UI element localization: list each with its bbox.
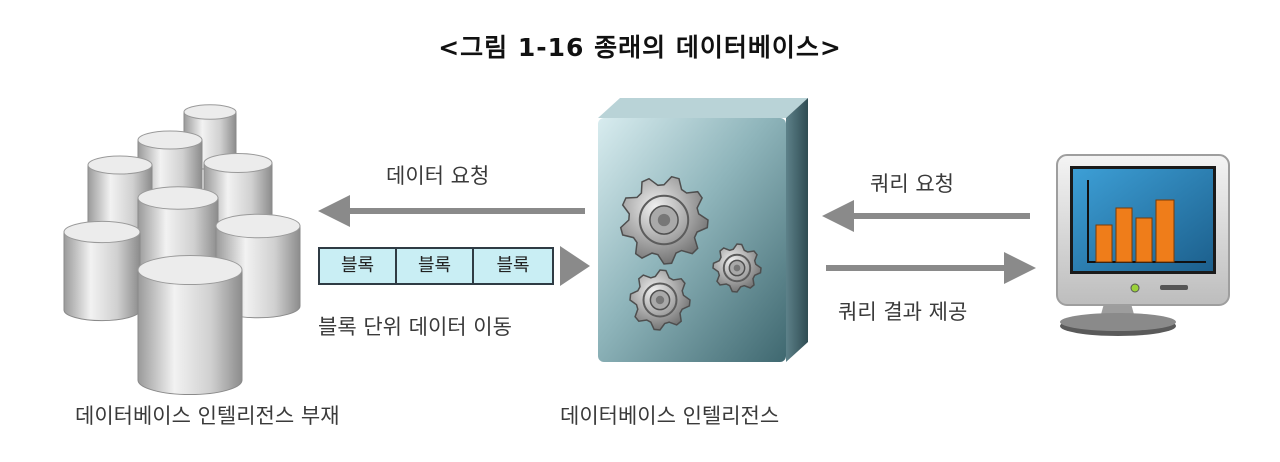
monitor (1056, 154, 1230, 336)
figure-title: <그림 1-16 종래의 데이터베이스> (438, 33, 842, 62)
database-cylinder (63, 220, 141, 322)
data-request-label: 데이터 요청 (386, 164, 490, 188)
gear-icon (712, 243, 762, 293)
block-cell: 블록 (397, 249, 474, 283)
monitor-bar (1155, 199, 1175, 263)
db-no-intelligence-caption: 데이터베이스 인텔리전스 부재 (75, 404, 340, 428)
monitor-bar (1115, 207, 1133, 263)
query-request-arrow (822, 200, 1030, 232)
gear-icon (629, 269, 691, 331)
block-move-label: 블록 단위 데이터 이동 (318, 315, 512, 339)
block-cell: 블록 (320, 249, 397, 283)
query-result-label: 쿼리 결과 제공 (838, 300, 968, 324)
database-cluster (63, 104, 301, 396)
monitor-bar (1135, 217, 1153, 263)
block-move-arrowhead (560, 246, 590, 286)
gear-icon (619, 175, 709, 265)
block-strip: 블록 블록 블록 (318, 247, 554, 285)
query-request-label: 쿼리 요청 (870, 172, 954, 196)
query-result-arrow (826, 252, 1036, 284)
data-request-arrow (318, 195, 585, 227)
monitor-bar (1095, 224, 1113, 263)
db-intelligence-caption: 데이터베이스 인텔리전스 (560, 404, 780, 428)
database-server (598, 98, 808, 362)
block-cell: 블록 (496, 255, 530, 276)
database-cylinder (137, 254, 243, 396)
